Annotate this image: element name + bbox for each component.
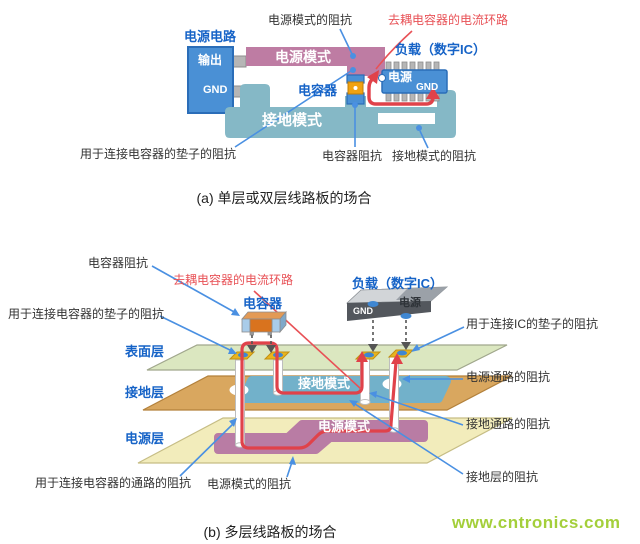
- label-a-capacitor: 电容器: [298, 83, 338, 98]
- caption-figure-b: (b) 多层线路板的场合: [203, 524, 337, 540]
- loop-leader-a: [375, 30, 413, 70]
- label-a-power-circuit: 电源电路: [184, 29, 237, 44]
- label-b-capacitor: 电容器: [243, 296, 283, 311]
- power-supply-box: [187, 46, 247, 114]
- ic-b: [345, 286, 449, 321]
- caption-figure-a: (a) 单层或双层线路板的场合: [196, 190, 372, 206]
- callout-leaders-a: [234, 28, 429, 149]
- label-b-surface-layer: 表面层: [125, 344, 165, 359]
- label-a-ground-pattern-impedance: 接地模式的阻抗: [392, 149, 477, 163]
- label-b-capacitor-impedance: 电容器阻抗: [88, 256, 149, 270]
- mount-arrowheads: [247, 342, 411, 353]
- label-b-power-pattern-impedance: 电源模式的阻抗: [207, 477, 292, 491]
- label-a-ic-gnd: GND: [416, 82, 439, 93]
- callout-arrowheads-b: [228, 308, 420, 465]
- label-b-cap-pad-impedance: 用于连接电容器的垫子的阻抗: [8, 307, 165, 321]
- label-a-power-pattern: 电源模式: [275, 49, 331, 65]
- ic-gnd-pin: [367, 301, 379, 307]
- label-b-ground-layer: 接地层: [125, 385, 165, 400]
- watermark: www.cntronics.com: [452, 513, 621, 532]
- label-b-ic-power: 电源: [399, 297, 421, 309]
- label-a-decoupling-loop: 去耦电容器的电流环路: [388, 13, 509, 27]
- label-b-ground-layer-impedance: 接地层的阻抗: [466, 470, 539, 484]
- mount-arrows: [251, 308, 407, 347]
- figure-a-shapes: [187, 28, 456, 149]
- ic-a: [378, 61, 448, 102]
- current-loop-a: [367, 70, 440, 106]
- label-a-ic-power: 电源: [388, 70, 413, 84]
- current-loop-b: [240, 341, 403, 450]
- figure-b-shapes: [137, 265, 513, 478]
- ic-notch: [378, 74, 386, 82]
- callout-leaders-b: [151, 265, 465, 478]
- power-pattern-shape: [246, 47, 385, 76]
- label-a-ground-pattern: 接地模式: [262, 112, 323, 129]
- label-a-power-pattern-impedance: 电源模式的阻抗: [268, 13, 353, 27]
- capacitor-b: [241, 310, 287, 336]
- label-a-capacitor-impedance: 电容器阻抗: [322, 149, 383, 163]
- capacitor-a: [346, 74, 365, 105]
- label-b-power-pattern: 电源模式: [318, 419, 371, 434]
- label-b-ic-pad-impedance: 用于连接IC的垫子的阻抗: [466, 317, 599, 331]
- label-b-load: 负载（数字IC）: [352, 276, 444, 291]
- label-b-power-via-impedance: 电源通路的阻抗: [466, 370, 551, 384]
- ic-power-pin: [400, 313, 412, 319]
- label-b-power-layer: 电源层: [125, 431, 165, 446]
- label-b-ic-gnd: GND: [353, 306, 373, 316]
- label-a-cap-pad-impedance: 用于连接电容器的垫子的阻抗: [80, 147, 237, 161]
- label-a-supply-gnd: GND: [203, 84, 228, 96]
- label-b-cap-via-impedance: 用于连接电容器的通路的阻抗: [35, 476, 192, 490]
- label-b-decoupling-loop: 去耦电容器的电流环路: [173, 273, 294, 287]
- ground-pattern-shape: [225, 84, 456, 138]
- label-a-load: 负载（数字IC）: [395, 42, 487, 57]
- loop-leader-b: [253, 290, 362, 390]
- label-b-ground-pattern: 接地模式: [298, 376, 351, 391]
- label-b-ground-via-impedance: 接地通路的阻抗: [466, 417, 551, 431]
- label-a-output: 输出: [198, 53, 223, 67]
